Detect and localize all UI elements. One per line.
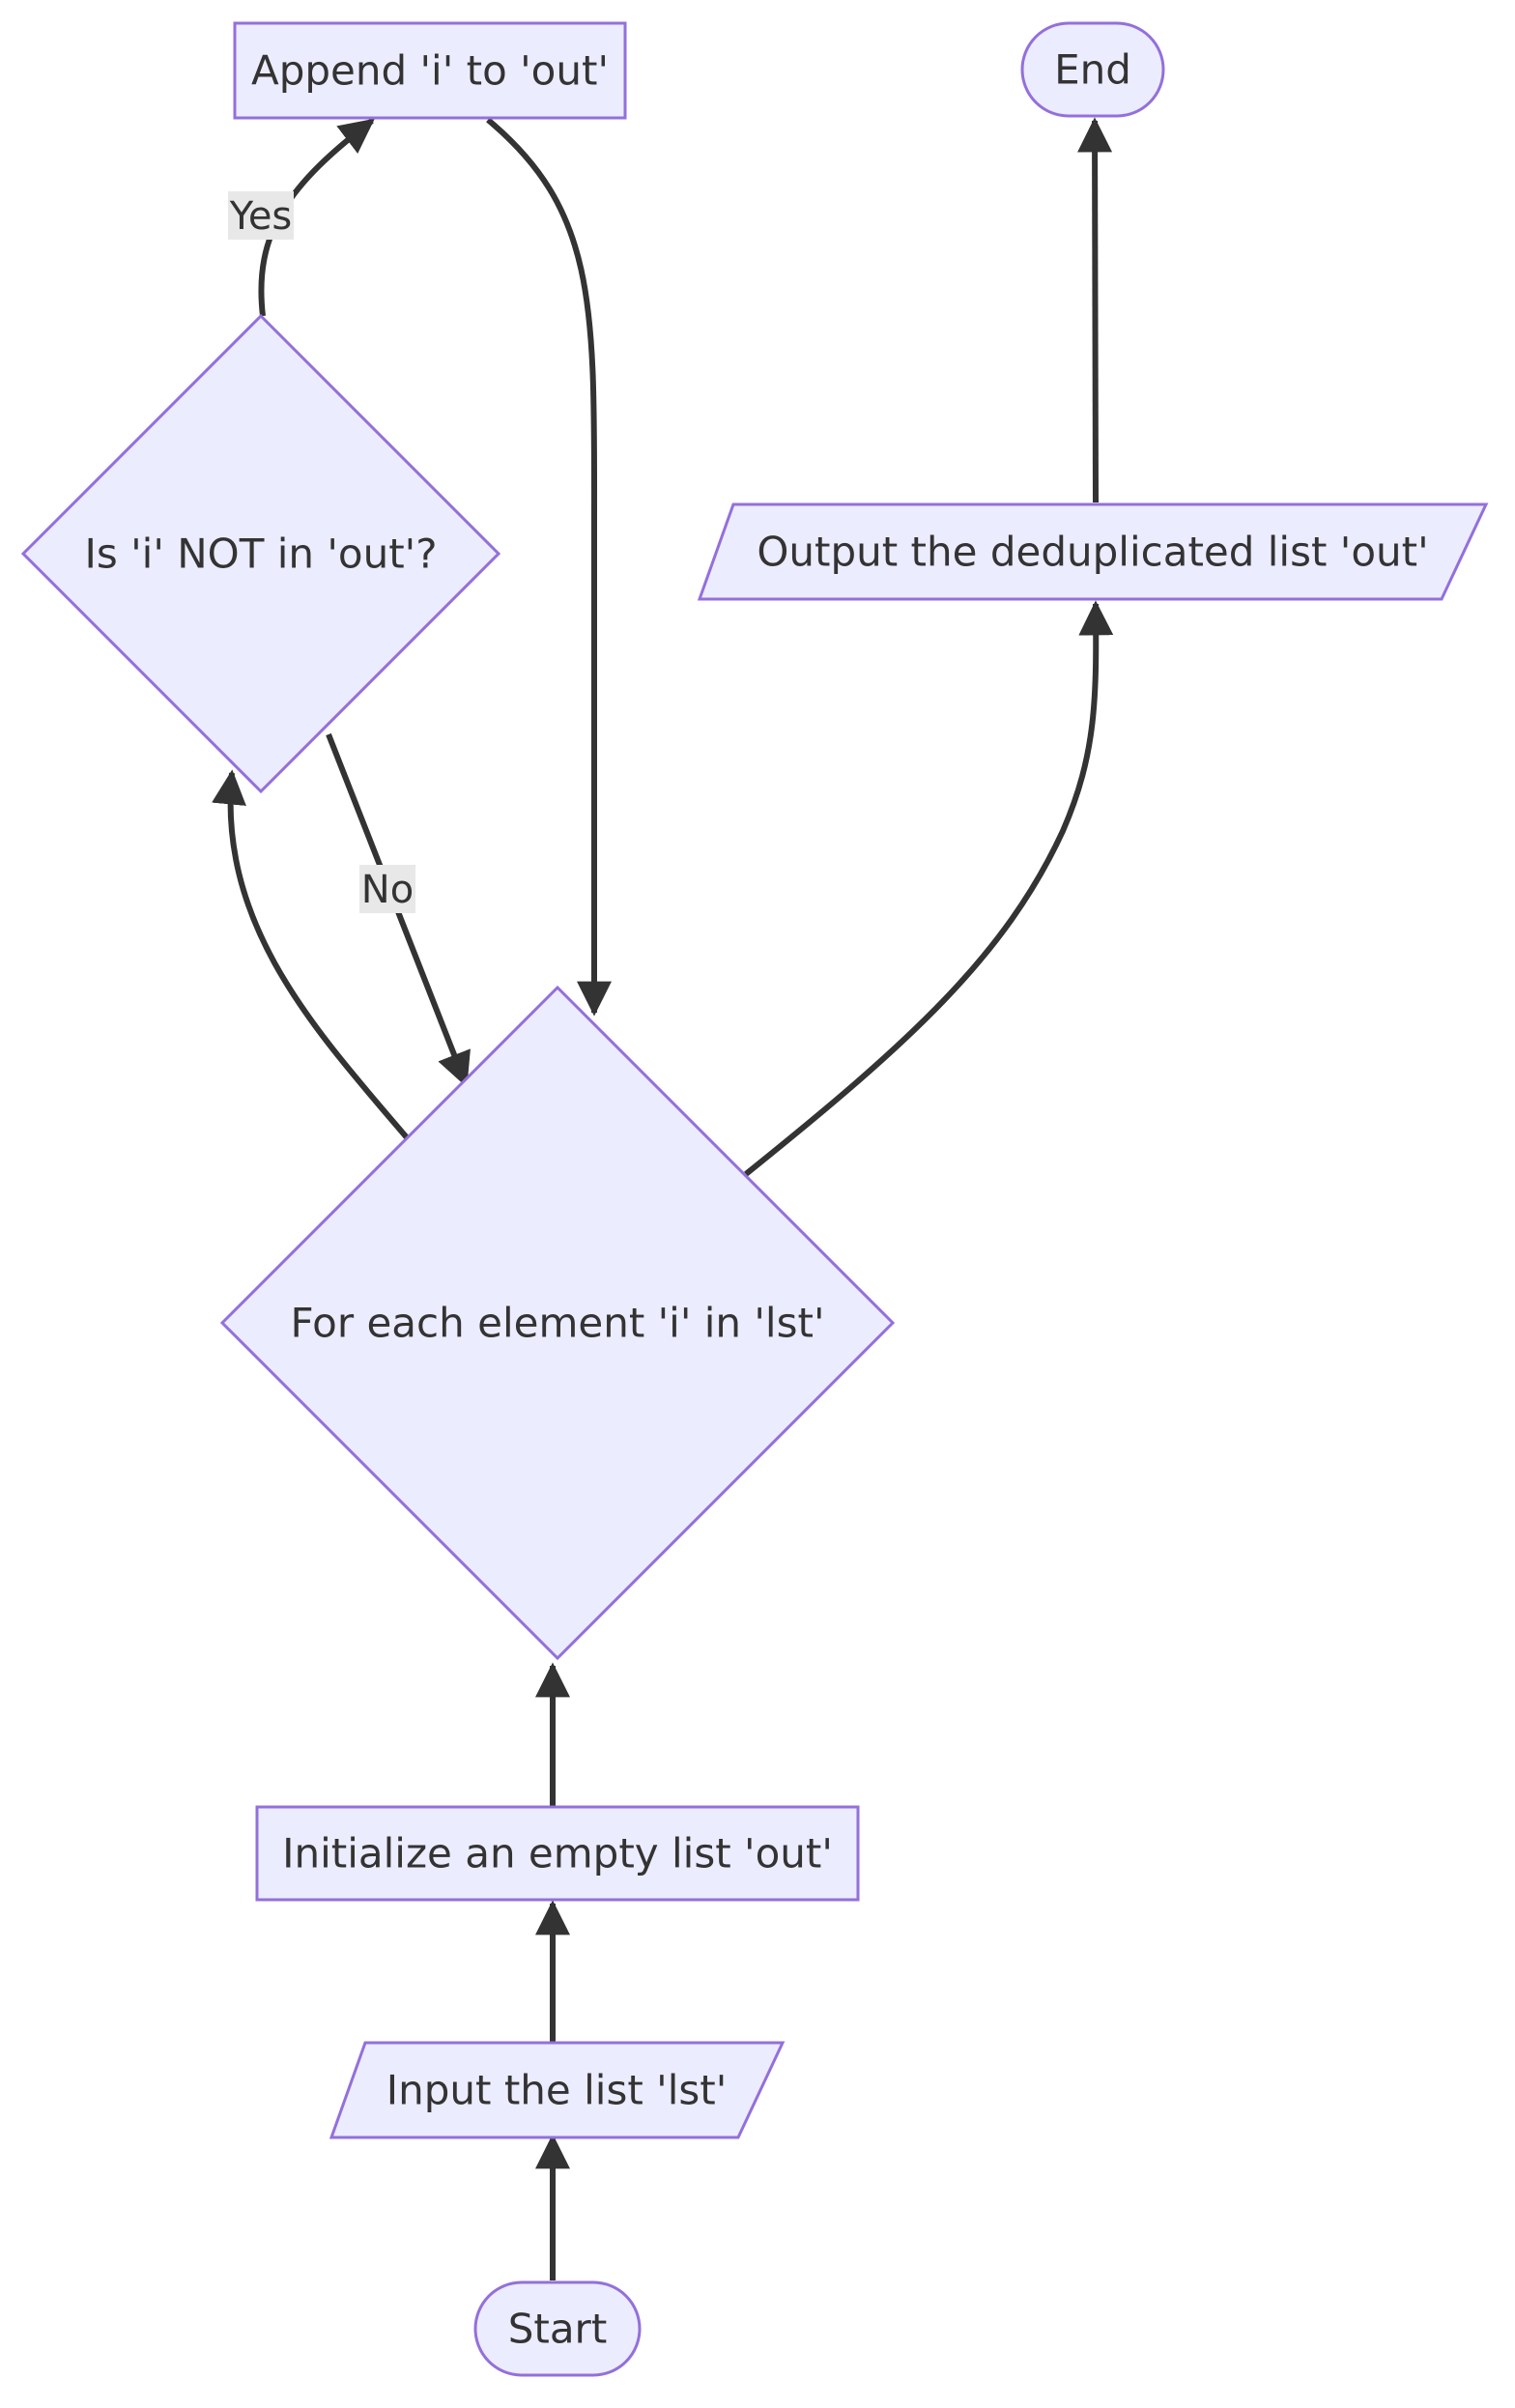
node-init-label: Initialize an empty list 'out' <box>282 1830 833 1878</box>
edge-output-to-end <box>1077 117 1113 503</box>
node-append: Append 'i' to 'out' <box>233 21 627 120</box>
edge-label-yes: Yes <box>228 191 294 240</box>
node-input-label: Input the list 'lst' <box>386 2067 728 2114</box>
node-loop: For each element 'i' in 'lst' <box>219 985 896 1661</box>
node-output-label: Output the deduplicated list 'out' <box>757 529 1428 576</box>
node-check: Is 'i' NOT in 'out'? <box>20 313 501 794</box>
node-init: Initialize an empty list 'out' <box>255 1805 860 1902</box>
edge-loop-to-output <box>744 600 1114 1177</box>
node-start-label: Start <box>508 2306 608 2353</box>
edge-label-no: No <box>359 865 415 913</box>
node-end-label: End <box>1054 46 1131 94</box>
node-loop-label: For each element 'i' in 'lst' <box>290 1300 824 1347</box>
node-output: Output the deduplicated list 'out' <box>697 502 1489 601</box>
node-input: Input the list 'lst' <box>329 2041 786 2139</box>
edge-loop-to-check <box>212 769 414 1144</box>
node-check-label: Is 'i' NOT in 'out'? <box>84 530 437 578</box>
node-start: Start <box>473 2280 642 2377</box>
edge-append-to-loop <box>486 117 612 1017</box>
node-end: End <box>1020 21 1165 118</box>
edge-label-no-text: No <box>361 868 414 912</box>
edge-label-yes-text: Yes <box>229 194 293 239</box>
node-append-label: Append 'i' to 'out' <box>251 47 609 95</box>
